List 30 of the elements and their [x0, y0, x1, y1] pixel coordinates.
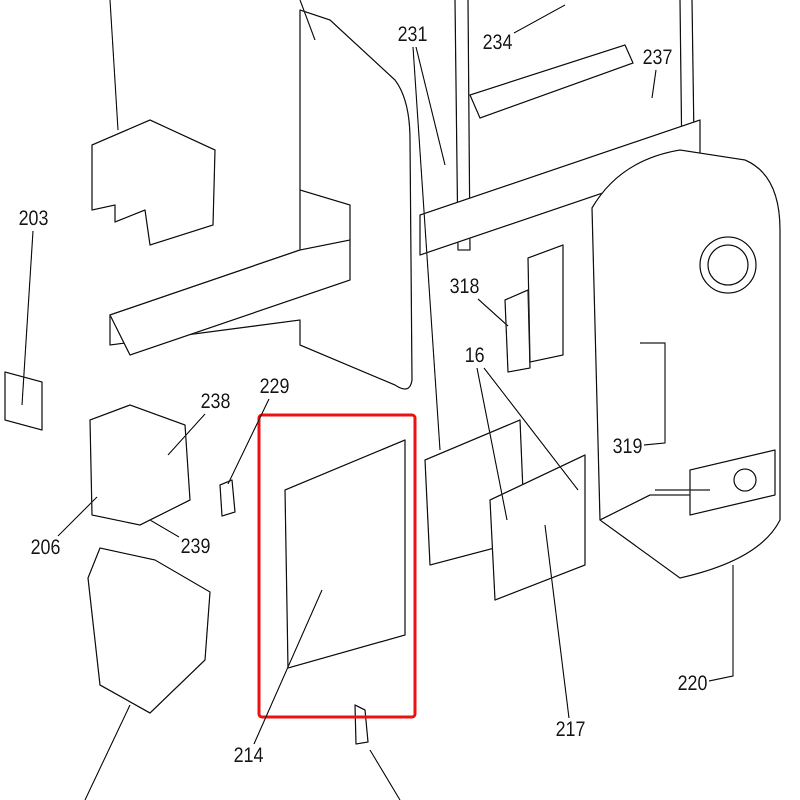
- callout-number: 239: [180, 536, 210, 558]
- callout-number: 319: [612, 436, 642, 458]
- leader-line: [21, 230, 34, 406]
- leader-line: [253, 590, 323, 744]
- leader-line: [58, 496, 98, 536]
- leader-line: [708, 565, 734, 682]
- callout-number: 229: [260, 376, 290, 398]
- callout-number: 16: [464, 345, 485, 367]
- leader-line: [415, 46, 446, 166]
- leader-line: [514, 4, 566, 34]
- callout-number: 206: [30, 537, 60, 559]
- leader-line: [412, 46, 441, 450]
- leader-line: [544, 524, 570, 718]
- callout-number: 217: [556, 719, 586, 741]
- callout-number: 214: [234, 745, 264, 767]
- leader-line: [150, 519, 180, 538]
- callout-number: 231: [398, 24, 428, 46]
- callout-number: 234: [482, 32, 512, 54]
- callout-number: 237: [642, 47, 672, 69]
- leader-line: [640, 342, 666, 446]
- leader-line: [484, 368, 578, 490]
- callout-number: 238: [200, 391, 230, 413]
- leader-line: [168, 414, 206, 456]
- leader-line: [476, 368, 508, 520]
- callout-number: 220: [678, 673, 708, 695]
- leader-line: [227, 398, 270, 484]
- leader-line: [651, 70, 657, 98]
- leader-line: [478, 298, 508, 326]
- callout-number: 318: [450, 276, 480, 298]
- callout-number: 203: [18, 208, 48, 230]
